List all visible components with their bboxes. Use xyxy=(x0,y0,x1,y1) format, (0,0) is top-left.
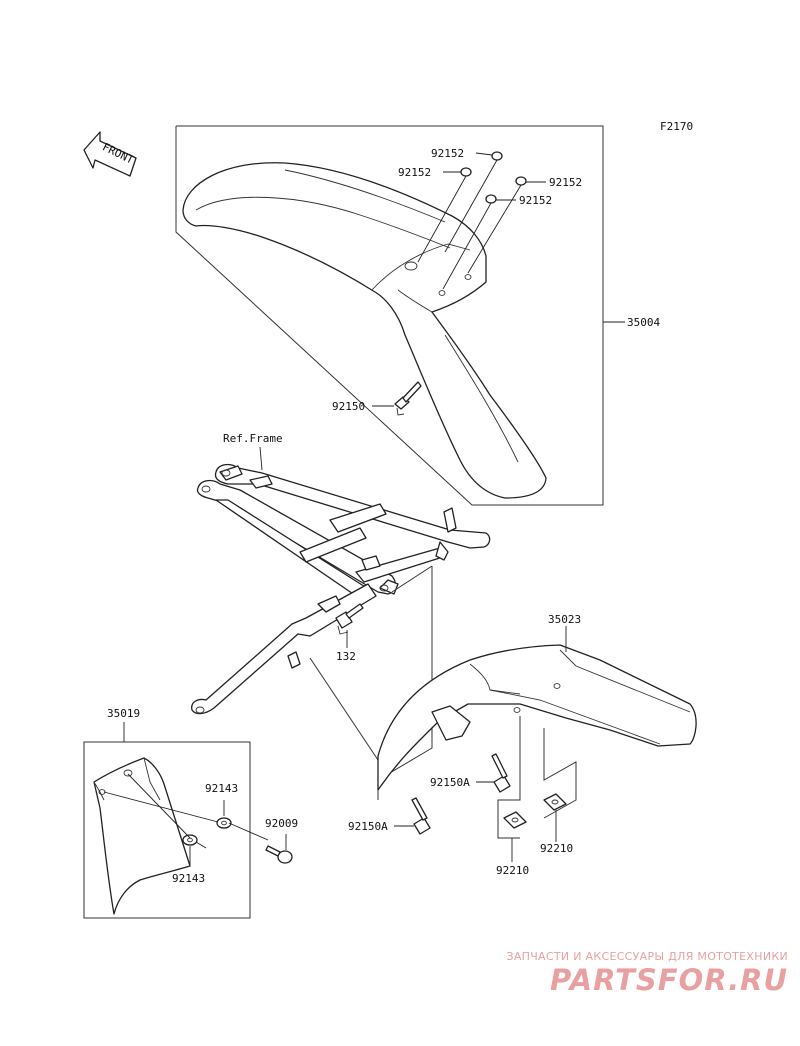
ref-frame-label: Ref.Frame xyxy=(223,432,283,445)
bolt-132 xyxy=(335,603,364,635)
front-fender xyxy=(182,162,547,499)
flap-group-box xyxy=(83,741,251,919)
part-number-35019: 35019 xyxy=(107,707,140,720)
front-arrow-icon: FRONT xyxy=(83,131,137,177)
watermark-tagline: ЗАПЧАСТИ И АКСЕССУАРЫ ДЛЯ МОТОТЕХНИКИ xyxy=(506,950,788,963)
collar-92143 xyxy=(182,817,232,846)
part-number-92152: 92152 xyxy=(549,176,582,189)
part-number-92150: 92150 xyxy=(332,400,365,413)
part-number-92143: 92143 xyxy=(205,782,238,795)
screw-92009 xyxy=(265,845,293,864)
part-number-92152: 92152 xyxy=(519,194,552,207)
mud-flap xyxy=(93,757,191,915)
part-number-92150A: 92150A xyxy=(430,776,470,789)
part-number-92009: 92009 xyxy=(265,817,298,830)
bolt-92150 xyxy=(394,381,422,416)
part-number-92150A: 92150A xyxy=(348,820,388,833)
bolt-92150A xyxy=(491,753,511,793)
bolt-92150A xyxy=(411,797,431,835)
figure-code: F2170 xyxy=(660,120,693,133)
nut-92210 xyxy=(543,793,567,811)
front-fender-group-box xyxy=(175,125,604,506)
part-number-92143: 92143 xyxy=(172,872,205,885)
frame xyxy=(191,463,491,715)
part-number-35004: 35004 xyxy=(627,316,660,329)
watermark-brand-logo: PARTSFOR.RU xyxy=(550,963,788,997)
part-number-92152: 92152 xyxy=(431,147,464,160)
rear-fender xyxy=(377,644,697,791)
part-number-132: 132 xyxy=(336,650,356,663)
part-number-92210: 92210 xyxy=(496,864,529,877)
nut-92210 xyxy=(503,811,527,829)
part-number-35023: 35023 xyxy=(548,613,581,626)
part-number-92152: 92152 xyxy=(398,166,431,179)
part-number-92210: 92210 xyxy=(540,842,573,855)
washer-92152 xyxy=(460,151,527,204)
